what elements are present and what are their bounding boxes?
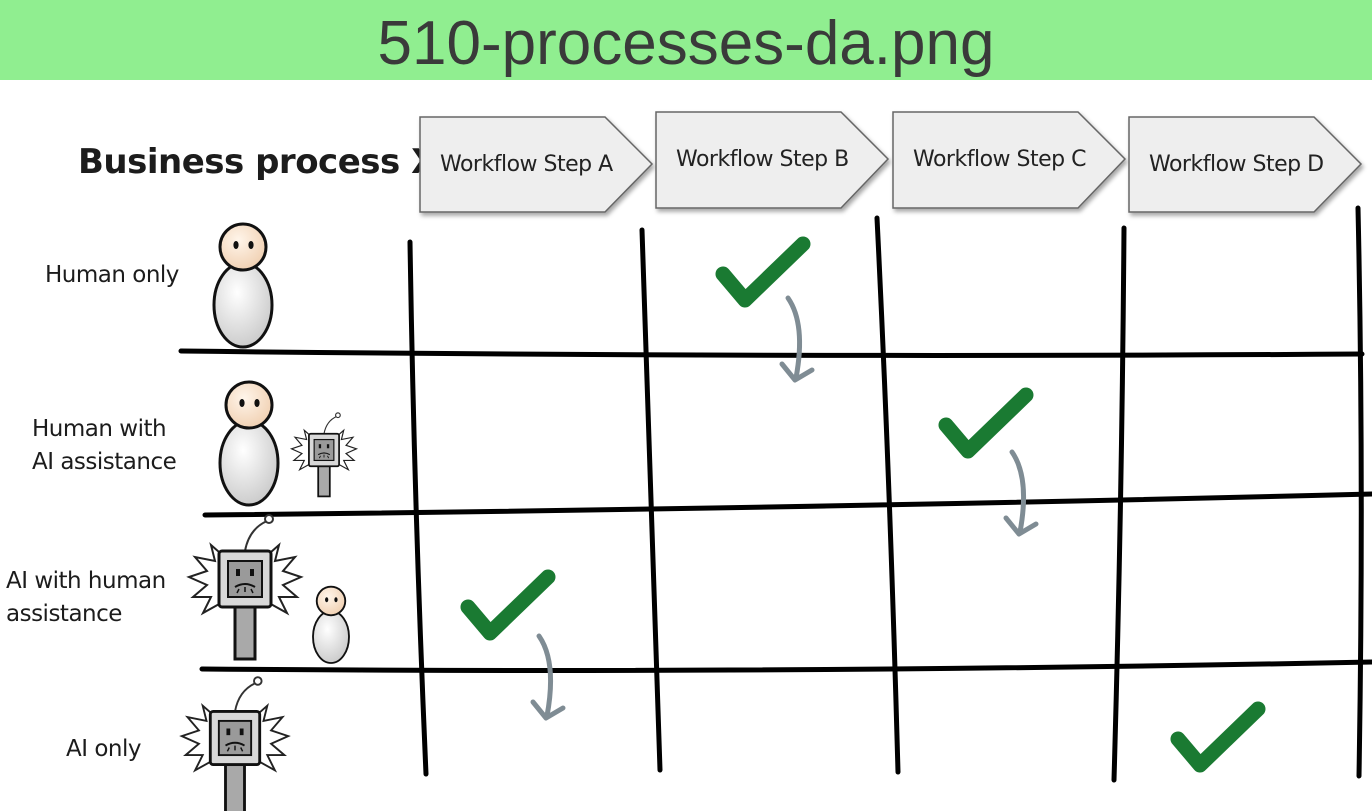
checkmark-icon — [468, 577, 548, 633]
row-label-human-only: Human only — [45, 262, 179, 288]
row-label-line: AI assistance — [32, 449, 176, 475]
arrow-down-icon — [1006, 452, 1036, 534]
grid-horizontal-line — [178, 348, 1365, 358]
workflow-step-d: Workflow Step D — [1128, 116, 1363, 213]
checkmark-icon — [723, 244, 803, 300]
grid-lines — [178, 205, 1372, 783]
grid-horizontal-line — [199, 659, 1372, 673]
human-icon — [218, 380, 280, 507]
human-icon — [212, 222, 274, 349]
row-label-line: AI only — [66, 736, 141, 762]
title-bar — [0, 0, 1372, 80]
step-d-label: Workflow Step D — [1149, 152, 1324, 177]
row-label-line: Human only — [45, 262, 179, 288]
row-label-ai-only: AI only — [66, 736, 141, 762]
human-icon — [312, 585, 350, 664]
step-b-chevron — [655, 111, 890, 209]
robot-icon — [290, 412, 358, 498]
arrow-down-icon — [533, 636, 563, 718]
process-title: Business process X — [78, 142, 437, 182]
workflow-step-b: Workflow Step B — [655, 111, 890, 209]
grid-vertical-line — [1111, 225, 1127, 783]
step-c-label: Workflow Step C — [913, 147, 1086, 172]
row-label-line: Human with — [32, 416, 166, 442]
row-label-human-with-ai: Human with AI assistance — [32, 416, 176, 475]
grid-vertical-line — [1355, 205, 1364, 779]
row-label-ai-with-human: AI with human assistance — [6, 568, 172, 627]
workflow-step-a: Workflow Step A — [419, 116, 654, 213]
grid-vertical-line — [639, 227, 663, 773]
step-b-label: Workflow Step B — [676, 147, 849, 172]
workflow-step-c: Workflow Step C — [892, 111, 1127, 209]
robot-icon — [187, 513, 303, 661]
arrow-down-icon — [782, 298, 812, 380]
checkmark-icon — [1178, 709, 1258, 765]
row-label-line: AI with human — [6, 568, 166, 594]
row-label-line: assistance — [6, 601, 122, 627]
step-c-chevron — [892, 111, 1127, 209]
grid-vertical-line — [874, 215, 901, 775]
step-a-label: Workflow Step A — [440, 152, 613, 177]
checkmark-icon — [946, 395, 1026, 451]
robot-icon — [180, 675, 290, 811]
step-d-chevron — [1128, 116, 1363, 213]
file-title: 510-processes-da.png — [377, 9, 995, 78]
step-a-chevron — [419, 116, 654, 213]
grid-horizontal-line — [202, 491, 1372, 518]
grid-vertical-line — [407, 239, 429, 777]
